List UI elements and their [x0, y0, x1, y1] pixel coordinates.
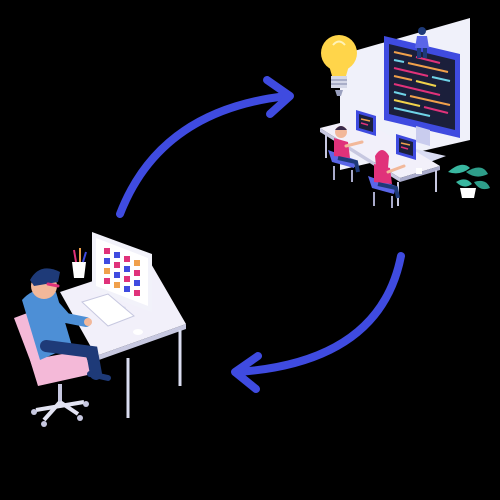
pencil-cup [72, 248, 87, 278]
developer-woman [368, 150, 406, 208]
office-chair [14, 312, 92, 427]
mug [416, 168, 422, 174]
person-on-monitor [415, 27, 429, 58]
mouse [133, 329, 143, 335]
curved-arrow-left-icon [231, 252, 405, 393]
light-bulb-icon [321, 35, 357, 96]
developer-man [328, 126, 364, 182]
developer-seated [22, 268, 111, 381]
plant [448, 164, 490, 198]
workstation-monitor-1 [356, 110, 376, 136]
team-workspace [320, 18, 490, 208]
keyboard [81, 293, 135, 327]
desktop-monitor [92, 232, 152, 316]
workstation-monitor-2 [396, 134, 416, 160]
solo-workspace [14, 232, 186, 427]
large-code-monitor [384, 36, 460, 162]
cycle-arrows [116, 76, 405, 393]
curved-arrow-right-icon [116, 76, 294, 218]
screen-pixel-pattern [104, 248, 140, 296]
